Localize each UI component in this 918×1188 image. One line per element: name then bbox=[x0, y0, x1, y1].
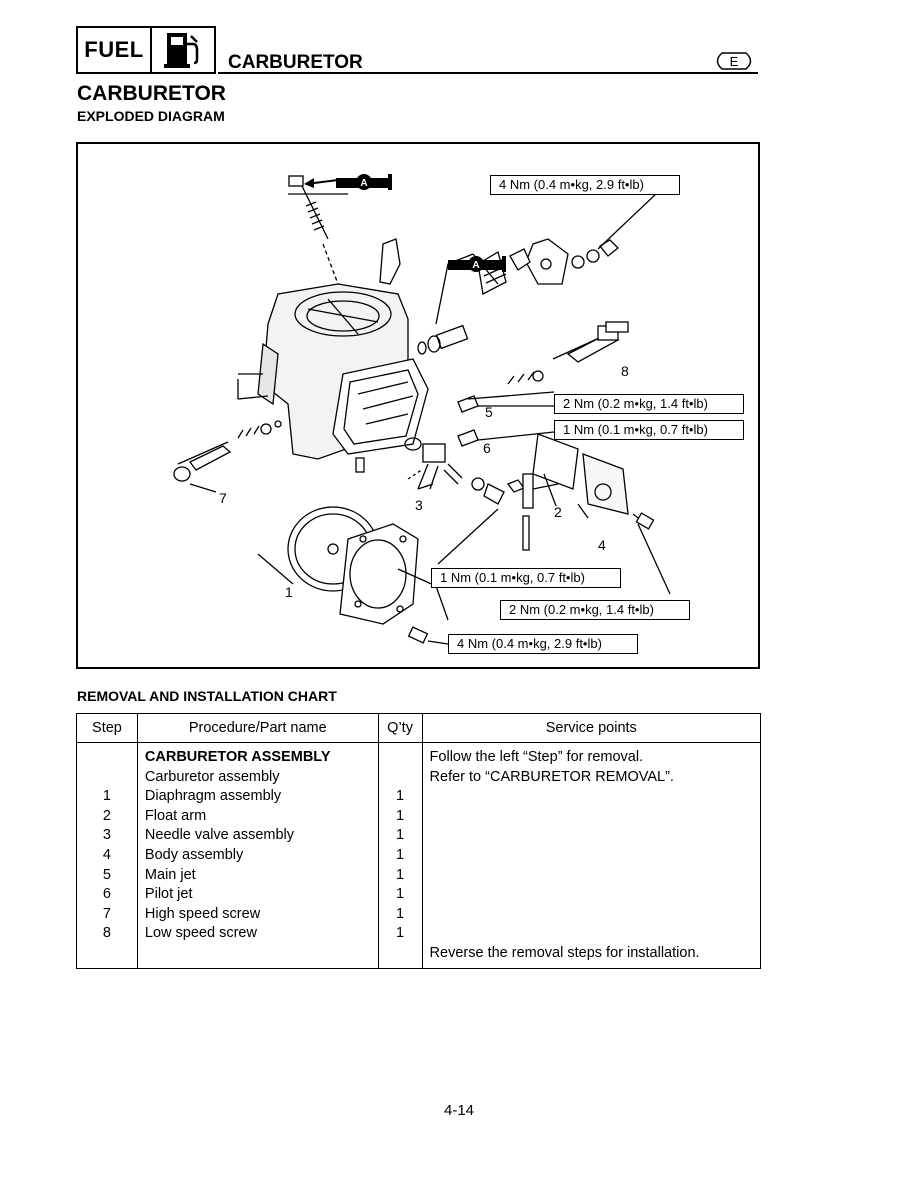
cell-step: 8 bbox=[76, 924, 138, 944]
cell-service: Follow the left “Step” for removal. bbox=[421, 742, 762, 768]
torque-label-3: 1 Nm (0.1 m•kg, 0.7 ft•lb) bbox=[554, 420, 744, 440]
cell-part bbox=[136, 943, 379, 969]
cell-qty: 1 bbox=[377, 885, 423, 905]
language-badge: E bbox=[712, 52, 756, 70]
page-number: 4-14 bbox=[443, 1102, 475, 1119]
cell-qty: 1 bbox=[377, 865, 423, 886]
cell-part: Pilot jet bbox=[136, 885, 379, 905]
table-row: CARBURETOR ASSEMBLY Follow the left “Ste… bbox=[76, 742, 762, 768]
page-subtitle: EXPLODED DIAGRAM bbox=[77, 108, 225, 124]
table-row: 5 Main jet 1 bbox=[76, 865, 762, 886]
chart-title: REMOVAL AND INSTALLATION CHART bbox=[77, 688, 337, 704]
cell-service bbox=[421, 787, 762, 807]
cell-part: Diaphragm assembly bbox=[136, 787, 379, 807]
cell-qty: 1 bbox=[377, 845, 423, 866]
torque-label-1: 4 Nm (0.4 m•kg, 2.9 ft•lb) bbox=[490, 175, 680, 195]
header-step: Step bbox=[76, 713, 138, 743]
lubricant-mark-right: A bbox=[448, 256, 506, 272]
lubricant-mark-top: A bbox=[304, 174, 392, 190]
callout-8: 8 bbox=[621, 363, 629, 379]
callout-3: 3 bbox=[415, 497, 423, 513]
cell-qty bbox=[377, 943, 423, 969]
header-divider bbox=[218, 72, 758, 74]
cell-service bbox=[421, 924, 762, 944]
callout-7: 7 bbox=[219, 490, 227, 506]
header-service-points: Service points bbox=[421, 713, 762, 743]
cell-step bbox=[76, 742, 138, 768]
cell-part: High speed screw bbox=[136, 904, 379, 925]
fuel-section-badge: FUEL bbox=[76, 26, 216, 74]
callout-4: 4 bbox=[598, 537, 606, 553]
cell-qty: 1 bbox=[377, 826, 423, 846]
table-row: Carburetor assembly Refer to “CARBURETOR… bbox=[76, 767, 762, 788]
table-row: 8 Low speed screw 1 bbox=[76, 924, 762, 944]
cell-step bbox=[76, 943, 138, 969]
callout-2: 2 bbox=[554, 504, 562, 520]
table-row: Reverse the removal steps for installati… bbox=[76, 943, 762, 969]
cell-step bbox=[76, 767, 138, 788]
cell-part: Float arm bbox=[136, 806, 379, 827]
cell-qty: 1 bbox=[377, 806, 423, 827]
cell-step: 3 bbox=[76, 826, 138, 846]
torque-label-6: 4 Nm (0.4 m•kg, 2.9 ft•lb) bbox=[448, 634, 638, 654]
callout-6: 6 bbox=[483, 440, 491, 456]
table-row: 7 High speed screw 1 bbox=[76, 904, 762, 925]
cell-service bbox=[421, 845, 762, 866]
table-header-row: Step Procedure/Part name Q’ty Service po… bbox=[76, 713, 762, 743]
cell-step: 2 bbox=[76, 806, 138, 827]
cell-step: 1 bbox=[76, 787, 138, 807]
cell-service bbox=[421, 904, 762, 925]
cell-part: Body assembly bbox=[136, 845, 379, 866]
cell-service bbox=[421, 806, 762, 827]
torque-label-2: 2 Nm (0.2 m•kg, 1.4 ft•lb) bbox=[554, 394, 744, 414]
table-row: 3 Needle valve assembly 1 bbox=[76, 826, 762, 846]
cell-qty: 1 bbox=[377, 787, 423, 807]
cell-step: 5 bbox=[76, 865, 138, 886]
table-row: 2 Float arm 1 bbox=[76, 806, 762, 827]
cell-qty: 1 bbox=[377, 904, 423, 925]
cell-service bbox=[421, 826, 762, 846]
cell-step: 7 bbox=[76, 904, 138, 925]
section-title: CARBURETOR bbox=[228, 52, 363, 73]
callout-1: 1 bbox=[285, 584, 293, 600]
torque-label-4: 1 Nm (0.1 m•kg, 0.7 ft•lb) bbox=[431, 568, 621, 588]
cell-qty bbox=[377, 742, 423, 768]
cell-service bbox=[421, 865, 762, 886]
cell-part: CARBURETOR ASSEMBLY bbox=[136, 742, 379, 768]
fuel-pump-icon bbox=[152, 28, 214, 72]
fuel-badge-label: FUEL bbox=[78, 28, 152, 72]
lube-mark-letter-1: A bbox=[360, 178, 367, 189]
lube-mark-letter-2: A bbox=[472, 260, 479, 271]
cell-step: 6 bbox=[76, 885, 138, 905]
cell-qty bbox=[377, 767, 423, 788]
torque-label-5: 2 Nm (0.2 m•kg, 1.4 ft•lb) bbox=[500, 600, 690, 620]
cell-service bbox=[421, 885, 762, 905]
exploded-diagram: A A 4 Nm (0.4 m•kg, 2.9 ft•lb) 2 Nm (0.2… bbox=[76, 142, 760, 669]
cell-step: 4 bbox=[76, 845, 138, 866]
cell-service: Reverse the removal steps for installati… bbox=[421, 943, 762, 969]
cell-qty: 1 bbox=[377, 924, 423, 944]
cell-service: Refer to “CARBURETOR REMOVAL”. bbox=[421, 767, 762, 788]
table-row: 6 Pilot jet 1 bbox=[76, 885, 762, 905]
cell-part: Carburetor assembly bbox=[136, 767, 379, 788]
cell-part: Main jet bbox=[136, 865, 379, 886]
table-row: 4 Body assembly 1 bbox=[76, 845, 762, 866]
removal-installation-table: Step Procedure/Part name Q’ty Service po… bbox=[76, 713, 762, 969]
page-title: CARBURETOR bbox=[77, 82, 226, 105]
callout-5: 5 bbox=[485, 404, 493, 420]
carburetor-exploded-drawing: A A bbox=[173, 174, 671, 645]
language-badge-text: E bbox=[730, 54, 739, 69]
table-row: 1 Diaphragm assembly 1 bbox=[76, 787, 762, 807]
header-qty: Q’ty bbox=[377, 713, 423, 743]
cell-part: Low speed screw bbox=[136, 924, 379, 944]
cell-part: Needle valve assembly bbox=[136, 826, 379, 846]
header-procedure: Procedure/Part name bbox=[136, 713, 379, 743]
